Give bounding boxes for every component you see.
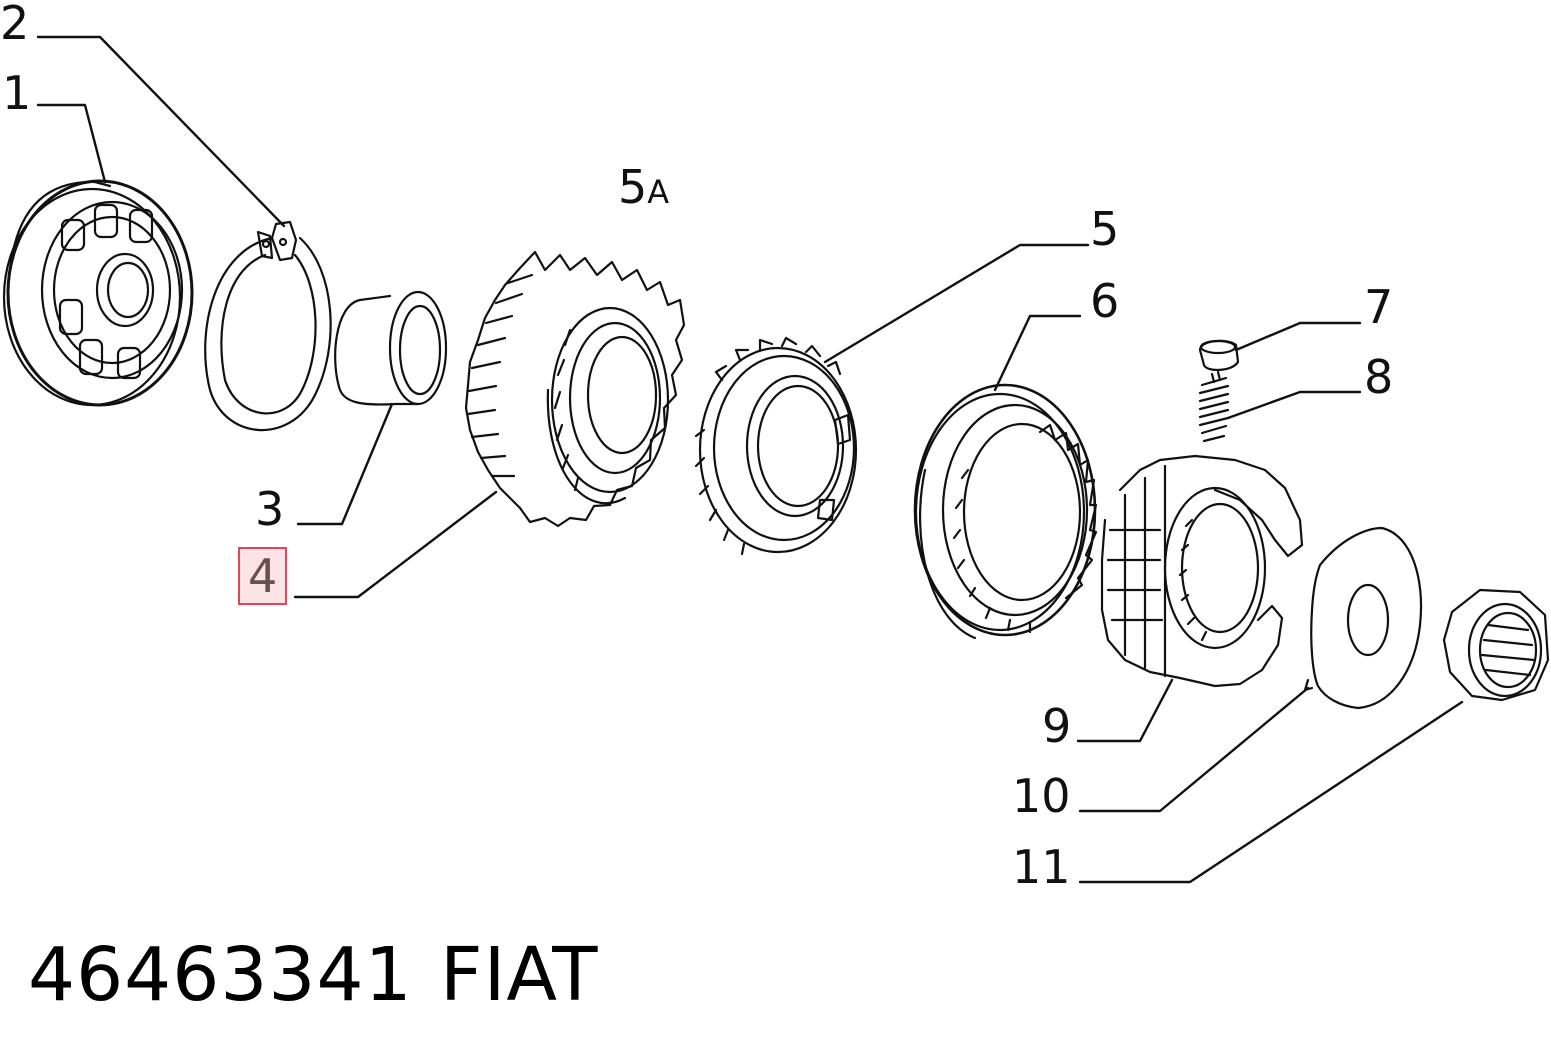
brand-name: FIAT: [440, 932, 599, 1018]
callout-10: 10: [1012, 769, 1071, 823]
spring-icon: [1198, 370, 1230, 443]
leader-line-9: [1076, 678, 1174, 743]
callout-2: 2: [0, 0, 30, 50]
callout-9: 9: [1042, 699, 1072, 753]
leader-lines: [36, 35, 1464, 884]
ball-bearing-icon: [2, 179, 194, 407]
callout-5a-number: 5: [618, 160, 648, 214]
callout-3: 3: [255, 482, 285, 536]
callout-6: 6: [1090, 274, 1120, 328]
sliding-sleeve-icon: [913, 383, 1098, 640]
part-number: 46463341: [28, 932, 413, 1018]
leader-line-11: [1078, 700, 1464, 884]
leader-line-1: [36, 103, 107, 184]
callout-5a: 5A: [618, 164, 669, 210]
nut-icon: [1442, 588, 1550, 702]
leader-line-5: [823, 243, 1090, 364]
leader-line-6: [993, 314, 1082, 392]
leader-line-7: [1234, 321, 1362, 352]
leader-line-8: [1226, 390, 1362, 420]
callout-8: 8: [1364, 350, 1394, 404]
bushing-icon: [334, 290, 448, 406]
callout-4-highlighted[interactable]: 4: [238, 547, 288, 605]
circlip-ring-icon: [204, 220, 332, 432]
synchro-hub-icon: [1100, 454, 1304, 688]
washer-icon: [1303, 526, 1423, 710]
synchro-ring-icon: [694, 336, 858, 556]
leader-line-3: [296, 402, 394, 526]
callout-11: 11: [1012, 840, 1071, 894]
leader-line-2: [36, 35, 286, 228]
detent-pin-icon: [1198, 339, 1240, 371]
leader-line-10: [1078, 686, 1310, 813]
callout-1: 1: [2, 66, 32, 120]
helical-gear-icon: [464, 250, 686, 528]
callout-5: 5: [1090, 202, 1120, 256]
callout-7: 7: [1364, 280, 1394, 334]
leader-line-4: [293, 490, 498, 599]
callout-5a-suffix: A: [647, 173, 670, 211]
